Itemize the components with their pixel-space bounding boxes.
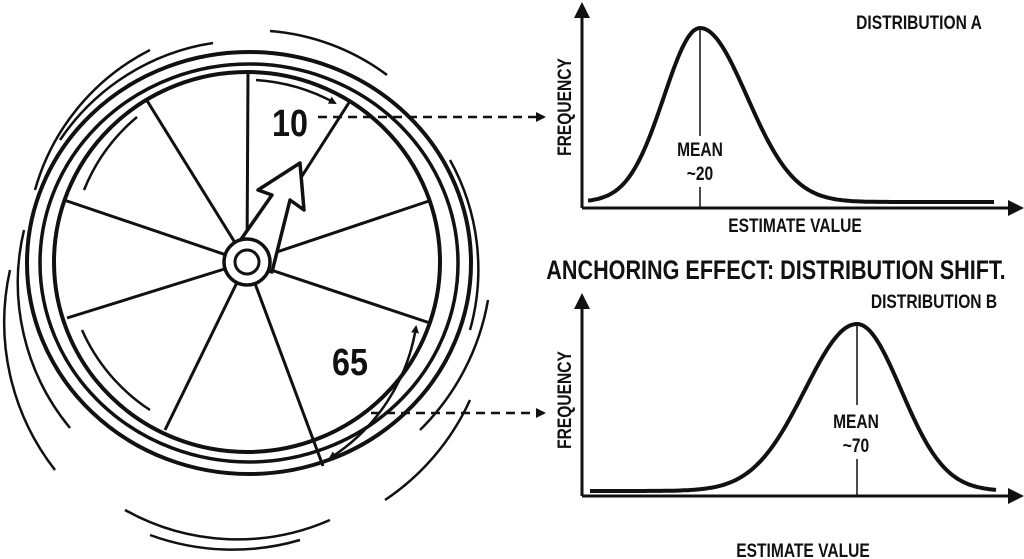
y-axis-label-a: FREQUENCY <box>554 58 576 156</box>
chart-distribution-a: MEAN ~20 DISTRIBUTION A ESTIMATE VALUE F… <box>554 2 1024 237</box>
motion-lines <box>2 29 490 551</box>
x-axis-label-a: ESTIMATE VALUE <box>728 215 861 237</box>
hub-pin <box>233 248 261 276</box>
curve-a <box>587 25 994 204</box>
chart-title-b: DISTRIBUTION B <box>871 291 997 313</box>
diagram-title: ANCHORING EFFECT: DISTRIBUTION SHIFT. <box>546 256 1005 286</box>
y-axis-label-b: FREQUENCY <box>554 351 576 449</box>
curve-b <box>590 322 997 493</box>
mean-label-a: MEAN <box>677 139 723 161</box>
mean-value-b: ~70 <box>843 435 869 457</box>
x-axis-label-b: ESTIMATE VALUE <box>736 540 869 559</box>
chart-distribution-b: MEAN ~70 DISTRIBUTION B ESTIMATE VALUE F… <box>554 291 1024 559</box>
rotation-arrow-10 <box>255 78 337 105</box>
anchor-number-10: 10 <box>272 103 308 145</box>
wheel-outer-rim <box>25 50 473 476</box>
chart-title-a: DISTRIBUTION A <box>856 12 982 34</box>
anchor-number-65: 65 <box>332 342 368 384</box>
rotation-arrow-65 <box>328 325 420 460</box>
mean-value-a: ~20 <box>687 163 713 185</box>
wheel-middle-rim <box>38 62 460 464</box>
mean-label-b: MEAN <box>833 411 879 433</box>
spinning-wheel <box>2 29 490 551</box>
